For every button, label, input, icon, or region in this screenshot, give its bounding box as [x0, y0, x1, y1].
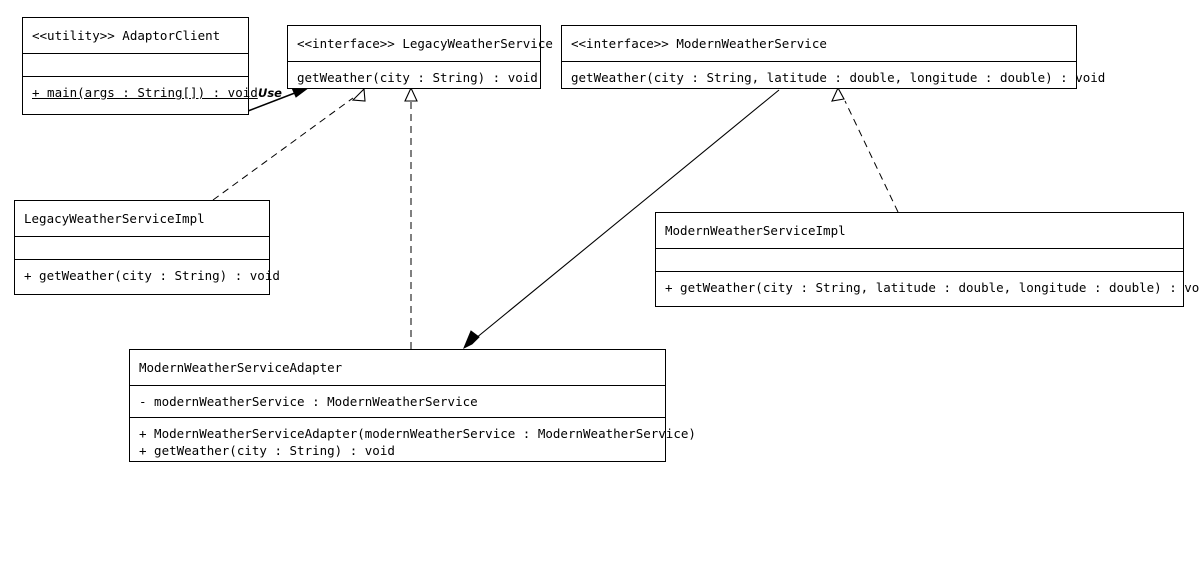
method-get-weather: + getWeather(city : String, latitude : d… [665, 280, 1200, 295]
edge-modern-impl-realization [831, 86, 899, 213]
class-box-adaptor-client[interactable]: <<utility>> AdaptorClient + main(args : … [22, 17, 258, 117]
edge-adapter-modern-composition [463, 89, 780, 350]
attributes-compartment-adaptor-client [23, 54, 248, 77]
class-box-legacy-weather-service-impl[interactable]: LegacyWeatherServiceImpl + getWeather(ci… [14, 200, 280, 297]
edge-adapter-legacy-realization [404, 86, 418, 349]
class-box-modern-weather-service-impl[interactable]: ModernWeatherServiceImpl + getWeather(ci… [655, 212, 1200, 309]
method-get-weather: + getWeather(city : String) : void [24, 268, 280, 283]
edge-label-use: Use [258, 86, 282, 100]
method-constructor: + ModernWeatherServiceAdapter(modernWeat… [139, 426, 696, 441]
class-name-modern-weather-service: <<interface>> ModernWeatherService [562, 26, 1076, 62]
methods-compartment-modern-weather-service-adapter: + ModernWeatherServiceAdapter(modernWeat… [130, 418, 696, 465]
class-name-legacy-weather-service: <<interface>> LegacyWeatherService [288, 26, 553, 62]
class-box-modern-weather-service-adapter[interactable]: ModernWeatherServiceAdapter - modernWeat… [129, 349, 696, 465]
methods-compartment-legacy-weather-service-impl: + getWeather(city : String) : void [15, 260, 280, 297]
methods-compartment-modern-weather-service: getWeather(city : String, latitude : dou… [562, 62, 1106, 93]
method-get-weather: + getWeather(city : String) : void [139, 443, 395, 458]
class-name-modern-weather-service-impl: ModernWeatherServiceImpl [656, 213, 1183, 249]
class-name-adaptor-client: <<utility>> AdaptorClient [23, 18, 248, 54]
attributes-compartment-modern-weather-service-impl [656, 249, 1183, 272]
class-box-modern-weather-service[interactable]: <<interface>> ModernWeatherService getWe… [561, 25, 1105, 89]
method-main: + main(args : String[]) : void [32, 85, 258, 100]
methods-compartment-modern-weather-service-impl: + getWeather(city : String, latitude : d… [656, 272, 1200, 309]
methods-compartment-adaptor-client: + main(args : String[]) : void [23, 77, 258, 117]
attributes-compartment-legacy-weather-service-impl [15, 237, 269, 260]
class-name-modern-weather-service-adapter: ModernWeatherServiceAdapter [130, 350, 665, 386]
class-name-legacy-weather-service-impl: LegacyWeatherServiceImpl [15, 201, 269, 237]
method-get-weather: getWeather(city : String) : void [297, 70, 538, 85]
edge-legacy-impl-realization [212, 87, 366, 201]
class-box-legacy-weather-service[interactable]: <<interface>> LegacyWeatherService getWe… [287, 25, 553, 89]
attribute-modern-weather-service: - modernWeatherService : ModernWeatherSe… [139, 394, 478, 409]
methods-compartment-legacy-weather-service: getWeather(city : String) : void [288, 62, 540, 93]
attributes-compartment-modern-weather-service-adapter: - modernWeatherService : ModernWeatherSe… [130, 386, 665, 418]
method-get-weather: getWeather(city : String, latitude : dou… [571, 70, 1106, 85]
